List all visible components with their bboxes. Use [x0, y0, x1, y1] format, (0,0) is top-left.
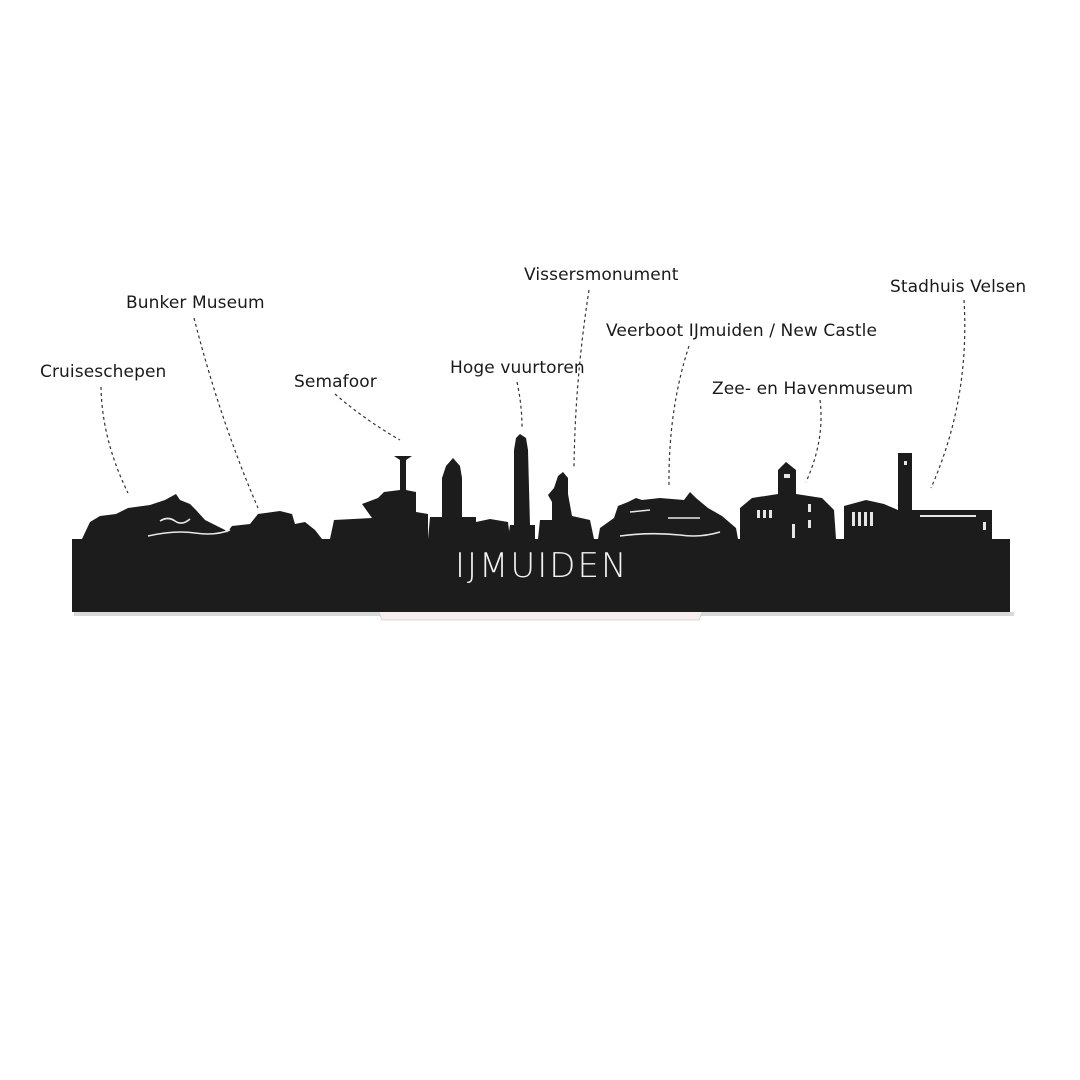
label-stadhuis-velsen: Stadhuis Velsen	[890, 277, 1027, 297]
label-semafoor: Semafoor	[294, 372, 377, 392]
city-name-cutout: IJMUIDEN	[455, 546, 629, 586]
cutout-details	[147, 509, 721, 537]
label-cruiseschepen: Cruiseschepen	[40, 362, 167, 382]
leader-lines	[100, 289, 966, 509]
label-bunker-museum: Bunker Museum	[126, 293, 265, 313]
label-veerboot: Veerboot IJmuiden / New Castle	[606, 321, 877, 341]
label-vissersmonument: Vissersmonument	[524, 265, 679, 285]
window-cutouts	[757, 461, 986, 538]
label-hoge-vuurtoren: Hoge vuurtoren	[450, 358, 585, 378]
silhouette	[72, 434, 1010, 612]
label-zee-en-havenmuseum: Zee- en Havenmuseum	[712, 379, 914, 399]
